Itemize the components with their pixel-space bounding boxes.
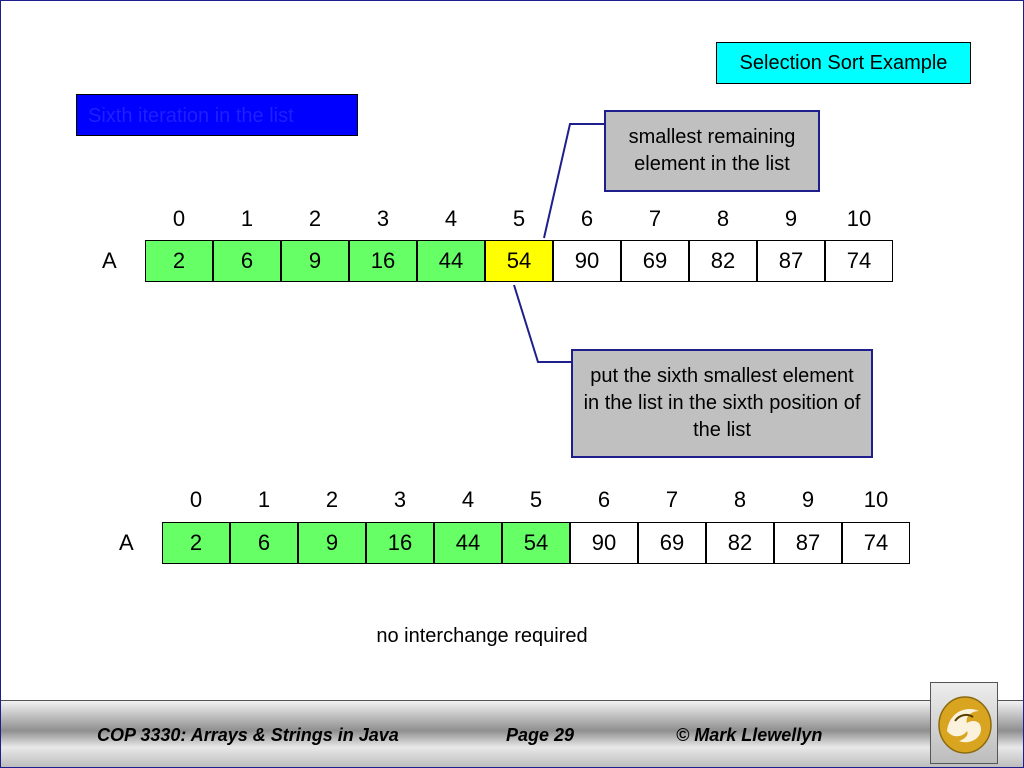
footer-bar bbox=[1, 700, 1023, 767]
index-label: 3 bbox=[376, 206, 390, 231]
array-cell: 74 bbox=[825, 240, 893, 282]
index-label: 2 bbox=[308, 206, 322, 231]
array-cell: 69 bbox=[621, 240, 689, 282]
footer-author: © Mark Llewellyn bbox=[676, 725, 823, 745]
array-cell: 90 bbox=[570, 522, 638, 564]
index-label: 2 bbox=[325, 487, 339, 512]
array-cell: 16 bbox=[366, 522, 434, 564]
index-label: 0 bbox=[189, 487, 203, 512]
callout-smallest-remaining: smallest remaining element in the list bbox=[604, 110, 820, 192]
index-label: 1 bbox=[257, 487, 271, 512]
index-label: 10 bbox=[863, 487, 889, 512]
array-cell: 6 bbox=[230, 522, 298, 564]
index-label: 9 bbox=[801, 487, 815, 512]
array-cell: 82 bbox=[689, 240, 757, 282]
index-label: 5 bbox=[512, 206, 526, 231]
array-cell: 69 bbox=[638, 522, 706, 564]
array-cell: 9 bbox=[298, 522, 366, 564]
array-cell: 2 bbox=[145, 240, 213, 282]
array-cell: 6 bbox=[213, 240, 281, 282]
index-label: 0 bbox=[172, 206, 186, 231]
index-label: 4 bbox=[444, 206, 458, 231]
footer-page: Page 29 bbox=[506, 725, 575, 745]
array-cell: 44 bbox=[434, 522, 502, 564]
index-label: 7 bbox=[665, 487, 679, 512]
index-label: 3 bbox=[393, 487, 407, 512]
top-callout-connector bbox=[543, 123, 604, 239]
array-cell: 44 bbox=[417, 240, 485, 282]
array-cell: 82 bbox=[706, 522, 774, 564]
index-label: 8 bbox=[733, 487, 747, 512]
array-label: A bbox=[102, 248, 117, 273]
array-label: A bbox=[119, 530, 134, 555]
array-cell: 2 bbox=[162, 522, 230, 564]
bottom-callout-connector bbox=[513, 284, 571, 363]
no-interchange-note: no interchange required bbox=[376, 625, 588, 647]
array-cell: 54 bbox=[502, 522, 570, 564]
array-cell: 16 bbox=[349, 240, 417, 282]
slide-title: Selection Sort Example bbox=[716, 42, 971, 84]
index-label: 8 bbox=[716, 206, 730, 231]
index-label: 10 bbox=[846, 206, 872, 231]
array-cell: 87 bbox=[757, 240, 825, 282]
footer-course: COP 3330: Arrays & Strings in Java bbox=[97, 725, 399, 745]
array-cell: 90 bbox=[553, 240, 621, 282]
pegasus-logo-icon bbox=[930, 682, 998, 764]
callout-put-sixth: put the sixth smallest element in the li… bbox=[571, 349, 873, 458]
index-label: 6 bbox=[597, 487, 611, 512]
callout-top-text: smallest remaining element in the list bbox=[628, 126, 796, 175]
callout-bottom-text: put the sixth smallest element in the li… bbox=[583, 365, 861, 441]
index-label: 1 bbox=[240, 206, 254, 231]
array-cell: 87 bbox=[774, 522, 842, 564]
index-label: 7 bbox=[648, 206, 662, 231]
index-label: 5 bbox=[529, 487, 543, 512]
array-cell: 9 bbox=[281, 240, 349, 282]
iteration-label: Sixth iteration in the list bbox=[76, 94, 358, 136]
array-cell: 54 bbox=[485, 240, 553, 282]
array-cell: 74 bbox=[842, 522, 910, 564]
index-label: 9 bbox=[784, 206, 798, 231]
index-label: 4 bbox=[461, 487, 475, 512]
index-label: 6 bbox=[580, 206, 594, 231]
